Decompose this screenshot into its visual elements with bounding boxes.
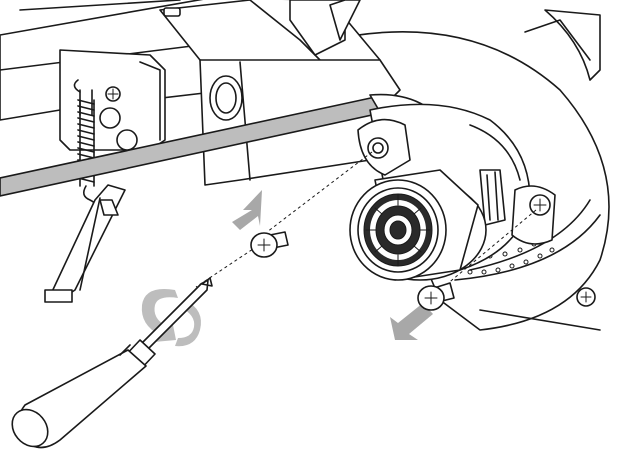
frame: [0, 0, 401, 186]
kickstand: [44, 184, 126, 303]
right-screw: [417, 282, 455, 311]
screwdriver: [11, 277, 213, 449]
left-screw: [250, 231, 289, 258]
flywheel-bolt: [576, 287, 596, 307]
remove-arrow-left: [232, 190, 262, 230]
remove-arrow-right: [390, 303, 433, 340]
crank-spindle: [349, 179, 447, 281]
